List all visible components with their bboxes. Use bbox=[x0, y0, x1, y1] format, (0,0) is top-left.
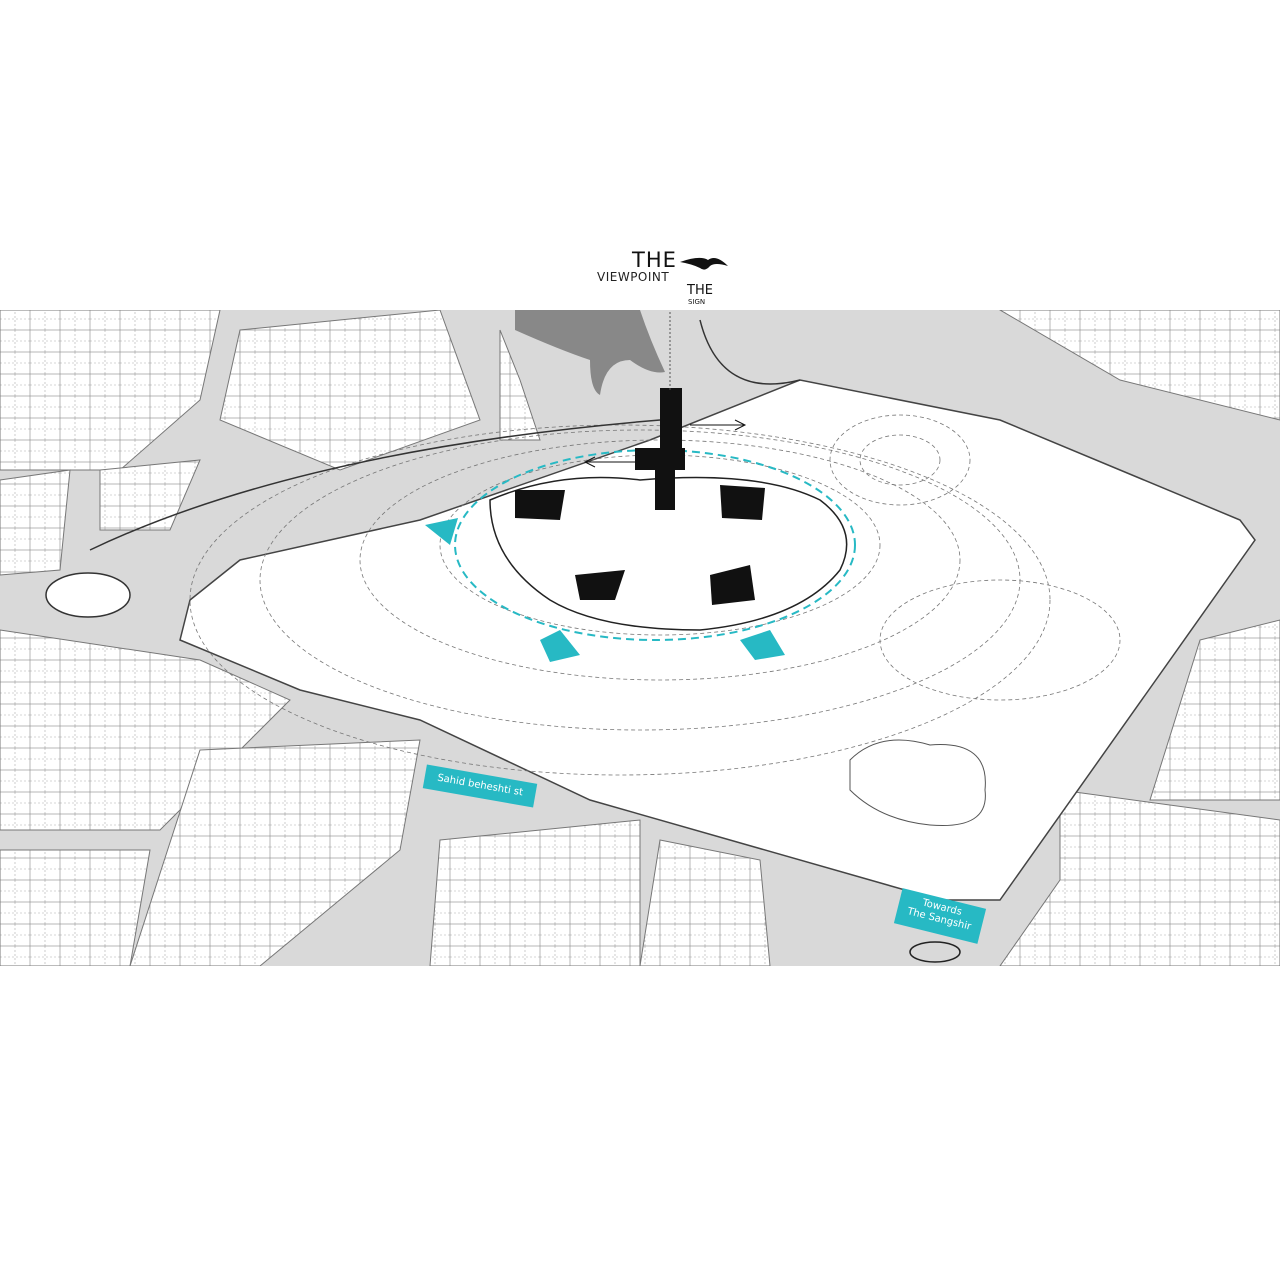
contour-lines bbox=[189, 414, 1121, 776]
title-the: THE bbox=[632, 248, 677, 272]
pond bbox=[849, 739, 986, 827]
highway bbox=[89, 319, 801, 551]
pavilions bbox=[515, 485, 765, 605]
title-the-2: THE bbox=[687, 283, 713, 298]
city-blocks bbox=[0, 310, 1280, 966]
hand-image bbox=[515, 310, 665, 395]
direction-arrows bbox=[425, 518, 785, 662]
park-area bbox=[179, 379, 1256, 901]
title-sign: SIGN bbox=[688, 298, 706, 306]
title-viewpoint: VIEWPOINT bbox=[597, 270, 670, 284]
roundabout bbox=[45, 572, 131, 618]
end-roundabout bbox=[909, 941, 961, 963]
viewpoint-tower bbox=[583, 310, 747, 510]
bird-icon bbox=[680, 257, 728, 270]
